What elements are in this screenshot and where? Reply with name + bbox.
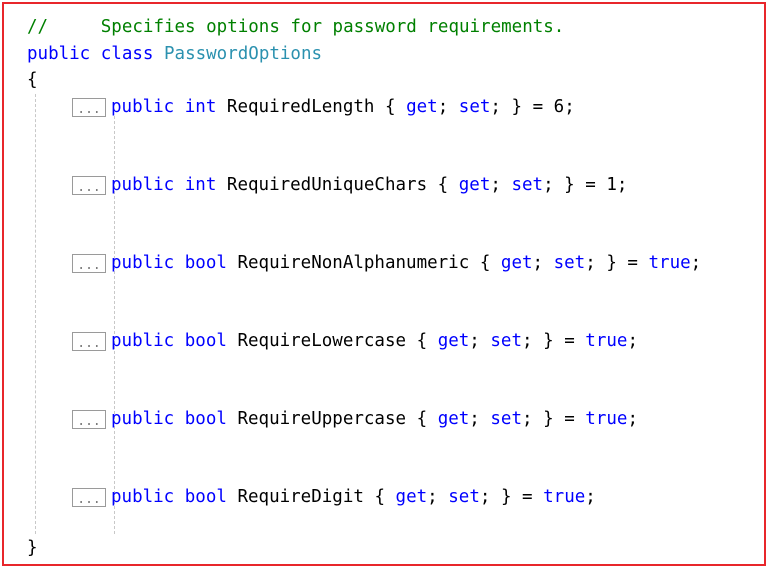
class-name: PasswordOptions	[164, 44, 323, 64]
property-line: public bool RequireDigit { get; set; } =…	[111, 484, 596, 510]
open-brace: {	[27, 70, 38, 90]
open-brace-token: {	[384, 97, 396, 117]
open-brace-token: {	[416, 331, 428, 351]
set-accessor: set	[511, 175, 544, 195]
end-semicolon: ;	[690, 253, 702, 273]
close-brace-token: }	[543, 409, 554, 429]
semicolon-token: ;	[532, 253, 544, 273]
property-type: bool	[184, 409, 227, 429]
property-name: RequireUppercase	[237, 409, 407, 429]
semicolon-token: ;	[585, 253, 596, 273]
semicolon-token: ;	[543, 175, 554, 195]
close-brace-token: }	[511, 97, 523, 117]
property-modifier: public	[111, 487, 175, 507]
set-accessor: set	[448, 487, 480, 507]
equals-token: =	[585, 175, 596, 195]
class-modifier: public	[27, 44, 91, 64]
default-value: true	[585, 409, 628, 429]
property-name: RequireNonAlphanumeric	[237, 253, 470, 273]
end-semicolon: ;	[585, 487, 596, 507]
class-declaration: public class PasswordOptions	[27, 41, 322, 67]
property-type: bool	[184, 253, 227, 273]
close-brace-token: }	[606, 253, 617, 273]
open-brace-token: {	[479, 253, 491, 273]
property-type: bool	[184, 487, 227, 507]
property-line: public bool RequireLowercase { get; set;…	[111, 328, 638, 354]
outer-indent-guide	[35, 94, 36, 534]
collapse-toggle[interactable]: ...	[72, 176, 106, 195]
property-modifier: public	[111, 331, 175, 351]
equals-token: =	[564, 331, 575, 351]
close-brace-token: }	[500, 487, 512, 507]
set-accessor: set	[490, 331, 522, 351]
open-brace-token: {	[416, 409, 428, 429]
end-semicolon: ;	[564, 97, 575, 117]
semicolon-token: ;	[522, 409, 533, 429]
property-line: public bool RequireNonAlphanumeric { get…	[111, 250, 701, 276]
semicolon-token: ;	[469, 331, 480, 351]
open-brace-token: {	[437, 175, 449, 195]
get-accessor: get	[500, 253, 533, 273]
semicolon-token: ;	[490, 97, 501, 117]
property-modifier: public	[111, 409, 175, 429]
end-semicolon: ;	[627, 409, 638, 429]
equals-token: =	[522, 487, 533, 507]
property-name: RequireDigit	[237, 487, 364, 507]
comment-slashes: //	[27, 17, 49, 37]
property-type: int	[184, 97, 217, 117]
property-modifier: public	[111, 253, 175, 273]
get-accessor: get	[437, 331, 470, 351]
open-brace-token: {	[374, 487, 385, 507]
collapse-toggle[interactable]: ...	[72, 488, 106, 507]
set-accessor: set	[490, 409, 522, 429]
semicolon-token: ;	[479, 487, 491, 507]
close-brace-token: }	[543, 331, 554, 351]
collapse-toggle[interactable]: ...	[72, 332, 106, 351]
property-modifier: public	[111, 175, 175, 195]
equals-token: =	[627, 253, 638, 273]
collapse-toggle[interactable]: ...	[72, 98, 106, 117]
set-accessor: set	[553, 253, 586, 273]
get-accessor: get	[406, 97, 438, 117]
get-accessor: get	[395, 487, 428, 507]
close-brace-token: }	[564, 175, 575, 195]
get-accessor: get	[437, 409, 470, 429]
semicolon-token: ;	[427, 487, 438, 507]
property-line: public int RequiredLength { get; set; } …	[111, 94, 575, 120]
default-value: 1	[606, 175, 617, 195]
semicolon-token: ;	[469, 409, 480, 429]
property-modifier: public	[111, 97, 175, 117]
property-name: RequiredUniqueChars	[226, 175, 428, 195]
end-semicolon: ;	[627, 331, 638, 351]
inner-indent-guide	[114, 116, 115, 534]
comment-line: // Specifies options for password requir…	[27, 14, 564, 40]
property-name: RequireLowercase	[237, 331, 407, 351]
default-value: true	[585, 331, 628, 351]
property-type: int	[184, 175, 217, 195]
semicolon-token: ;	[490, 175, 501, 195]
comment-text: Specifies options for password requireme…	[100, 17, 565, 37]
property-type: bool	[184, 331, 227, 351]
collapse-toggle[interactable]: ...	[72, 410, 106, 429]
default-value: true	[543, 487, 586, 507]
default-value: true	[648, 253, 691, 273]
semicolon-token: ;	[437, 97, 449, 117]
end-semicolon: ;	[616, 175, 628, 195]
property-name: RequiredLength	[226, 97, 375, 117]
set-accessor: set	[458, 97, 491, 117]
class-keyword: class	[100, 44, 154, 64]
equals-token: =	[564, 409, 575, 429]
code-editor[interactable]: // Specifies options for password requir…	[4, 4, 764, 564]
equals-token: =	[532, 97, 544, 117]
close-brace: }	[27, 538, 38, 558]
default-value: 6	[553, 97, 565, 117]
property-line: public bool RequireUppercase { get; set;…	[111, 406, 638, 432]
collapse-toggle[interactable]: ...	[72, 254, 106, 273]
semicolon-token: ;	[522, 331, 533, 351]
get-accessor: get	[458, 175, 491, 195]
property-line: public int RequiredUniqueChars { get; se…	[111, 172, 627, 198]
